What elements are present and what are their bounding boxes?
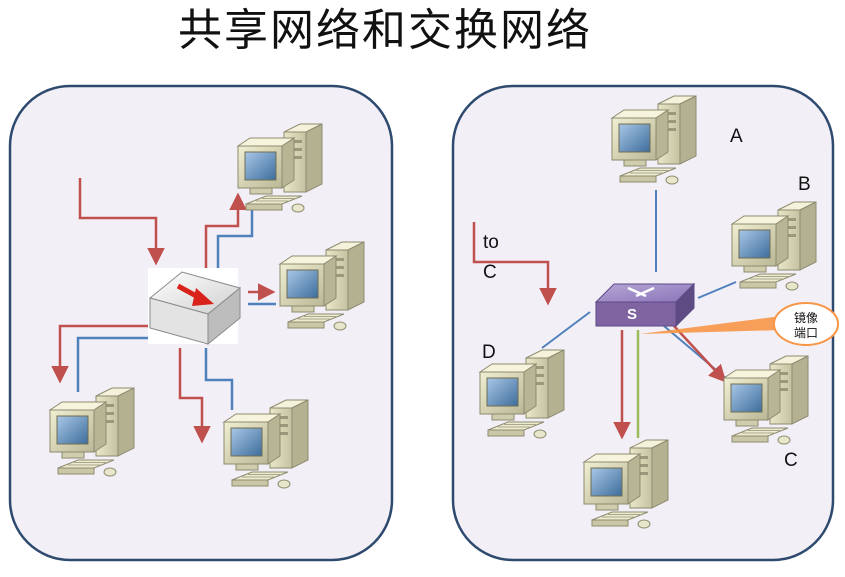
incoming-traffic-arrow xyxy=(78,178,165,266)
mirror-label-line1: 镜像 xyxy=(794,310,818,325)
label-b: B xyxy=(798,174,811,195)
hub-to-pc3-link xyxy=(76,336,150,392)
switch-to-c-arrow xyxy=(673,325,727,383)
mirror-label-line2: 端口 xyxy=(794,326,818,340)
switch-to-d-link xyxy=(541,311,591,349)
hub-to-pc4-arrow xyxy=(178,348,211,444)
page-title: 共享网络和交换网络 xyxy=(178,5,592,56)
label-to: to xyxy=(483,232,499,253)
hub-to-pc1-arrow xyxy=(204,192,247,268)
hub-to-pc1-link xyxy=(216,208,254,268)
label-to-c: C xyxy=(483,262,497,283)
switch-to-b-link xyxy=(697,281,737,299)
traffic-to-c-arrow xyxy=(472,222,557,306)
hub-to-pc3-arrow xyxy=(51,324,150,384)
callout-pointer xyxy=(640,316,782,334)
label-a: A xyxy=(730,126,743,147)
label-c: C xyxy=(784,450,798,471)
hub-icon xyxy=(148,268,242,346)
switch-glyph: S xyxy=(627,306,637,323)
hub-to-pc4-link xyxy=(204,348,234,410)
label-d: D xyxy=(482,342,496,363)
mirror-port-callout xyxy=(773,302,839,346)
switch-icon: S xyxy=(594,282,696,328)
